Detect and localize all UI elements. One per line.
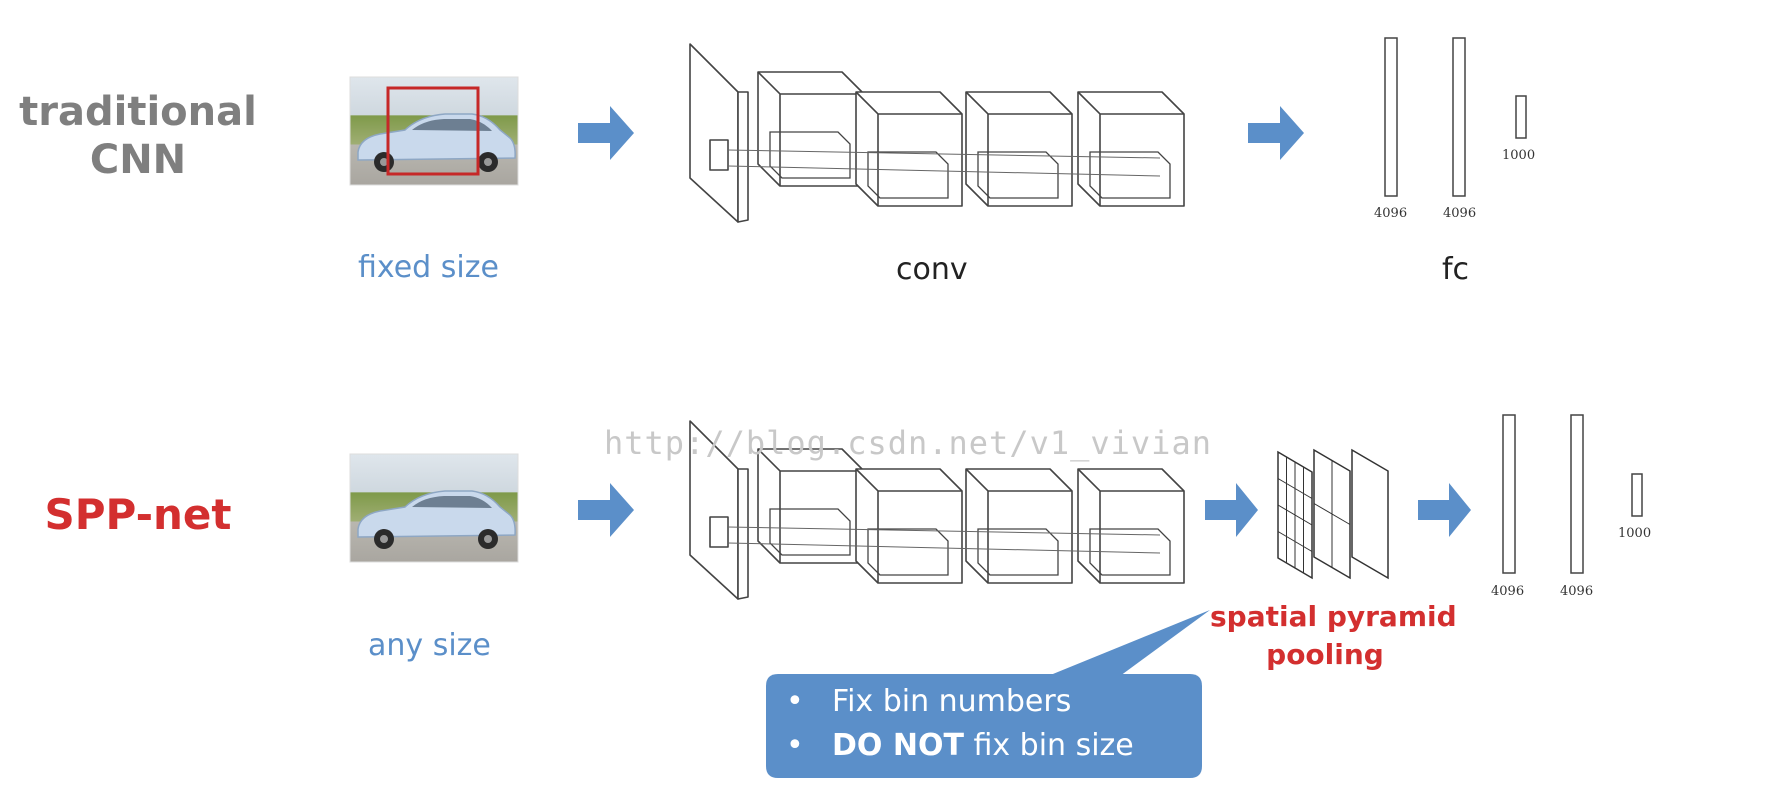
conv-cube-edge — [855, 91, 962, 206]
crop-box — [386, 86, 480, 176]
fc-size-label: 4096 — [1560, 584, 1594, 599]
bullet-dot-icon: • — [786, 684, 804, 719]
conv-cube — [965, 91, 1073, 207]
spp-caption-line: pooling — [1266, 638, 1384, 671]
conv-kernel — [867, 528, 949, 576]
row-title-traditional-cnn: traditional CNN — [18, 88, 258, 184]
conv-cube-edge — [855, 468, 962, 583]
arrow-icon — [1248, 106, 1304, 160]
conv-caption: conv — [896, 252, 968, 287]
watermark: http://blog.csdn.net/v1_vivian — [604, 424, 1212, 462]
car-image-fixed — [349, 76, 519, 186]
conv-kernel — [1089, 528, 1171, 576]
arrow-icon — [1205, 483, 1258, 537]
conv-kernel — [867, 151, 949, 199]
conv-layers — [689, 43, 1185, 223]
conv-layers — [689, 420, 1185, 600]
kernel-box — [709, 516, 729, 548]
callout-bullet: • Fix bin numbers — [786, 680, 1134, 724]
callout-bullets: • Fix bin numbers • DO NOT fix bin size — [786, 680, 1134, 768]
conv-cube-edge — [965, 468, 1072, 583]
conv-kernel — [769, 131, 851, 179]
fc-layers — [1502, 414, 1643, 574]
fc-bar-1000 — [1515, 95, 1527, 139]
spp-caption: spatial pyramid pooling — [1210, 598, 1457, 674]
spp-caption-line: spatial pyramid — [1210, 600, 1457, 633]
car-illustration — [357, 490, 516, 549]
row-title-line: traditional — [19, 89, 257, 135]
arrow-icon — [578, 106, 634, 160]
car-illustration — [357, 113, 516, 172]
projection-lines — [727, 526, 1161, 554]
car-image-any — [349, 453, 519, 563]
callout-bubble — [766, 610, 1210, 778]
conv-kernel — [1089, 151, 1171, 199]
conv-cube-edge — [1077, 468, 1184, 583]
bullet-bold: DO NOT — [832, 728, 964, 763]
spp-grid-2x2 — [1313, 448, 1351, 580]
conv-cube — [855, 91, 963, 207]
spp-grid-1x1 — [1351, 448, 1389, 580]
bullet-dot-icon: • — [786, 728, 804, 763]
fc-size-label: 1000 — [1618, 526, 1652, 541]
input-caption-any: any size — [368, 628, 491, 663]
fc-bar-1000 — [1631, 473, 1643, 517]
fc-layers — [1384, 37, 1527, 197]
conv-kernel — [977, 528, 1059, 576]
input-slab-side — [737, 91, 749, 223]
fc-size-label: 1000 — [1502, 148, 1536, 163]
conv-kernel — [769, 508, 851, 556]
conv-cube-edge — [965, 91, 1072, 206]
fc-size-label: 4096 — [1374, 206, 1408, 221]
bullet-text: fix bin size — [963, 728, 1134, 763]
input-caption-fixed: fixed size — [358, 250, 499, 285]
conv-cube — [965, 468, 1073, 584]
arrow-icon — [578, 483, 634, 537]
conv-cube — [1077, 468, 1185, 584]
fc-size-label: 4096 — [1491, 584, 1525, 599]
fc-bar-4096 — [1502, 414, 1516, 574]
callout-bullet: • DO NOT fix bin size — [786, 724, 1134, 768]
bullet-text: Fix bin numbers — [832, 684, 1072, 719]
fc-bar-4096 — [1452, 37, 1466, 197]
conv-cube — [855, 468, 963, 584]
spp-grid-4x4 — [1277, 450, 1313, 580]
fc-bar-4096 — [1384, 37, 1398, 197]
fc-size-label: 4096 — [1443, 206, 1477, 221]
conv-kernel — [977, 151, 1059, 199]
spp-grids — [1277, 448, 1389, 580]
input-slab — [689, 43, 739, 223]
conv-cube-edge — [757, 448, 864, 563]
conv-cube — [1077, 91, 1185, 207]
conv-cube-edge — [757, 71, 864, 186]
arrow-icon — [1418, 483, 1471, 537]
kernel-box — [709, 139, 729, 171]
input-slab-side — [737, 468, 749, 600]
projection-lines — [727, 149, 1161, 177]
fc-bar-4096 — [1570, 414, 1584, 574]
fc-caption: fc — [1442, 252, 1470, 287]
row-title-spp-net: SPP-net — [44, 490, 232, 539]
conv-cube-edge — [1077, 91, 1184, 206]
row-title-line: CNN — [89, 137, 187, 183]
